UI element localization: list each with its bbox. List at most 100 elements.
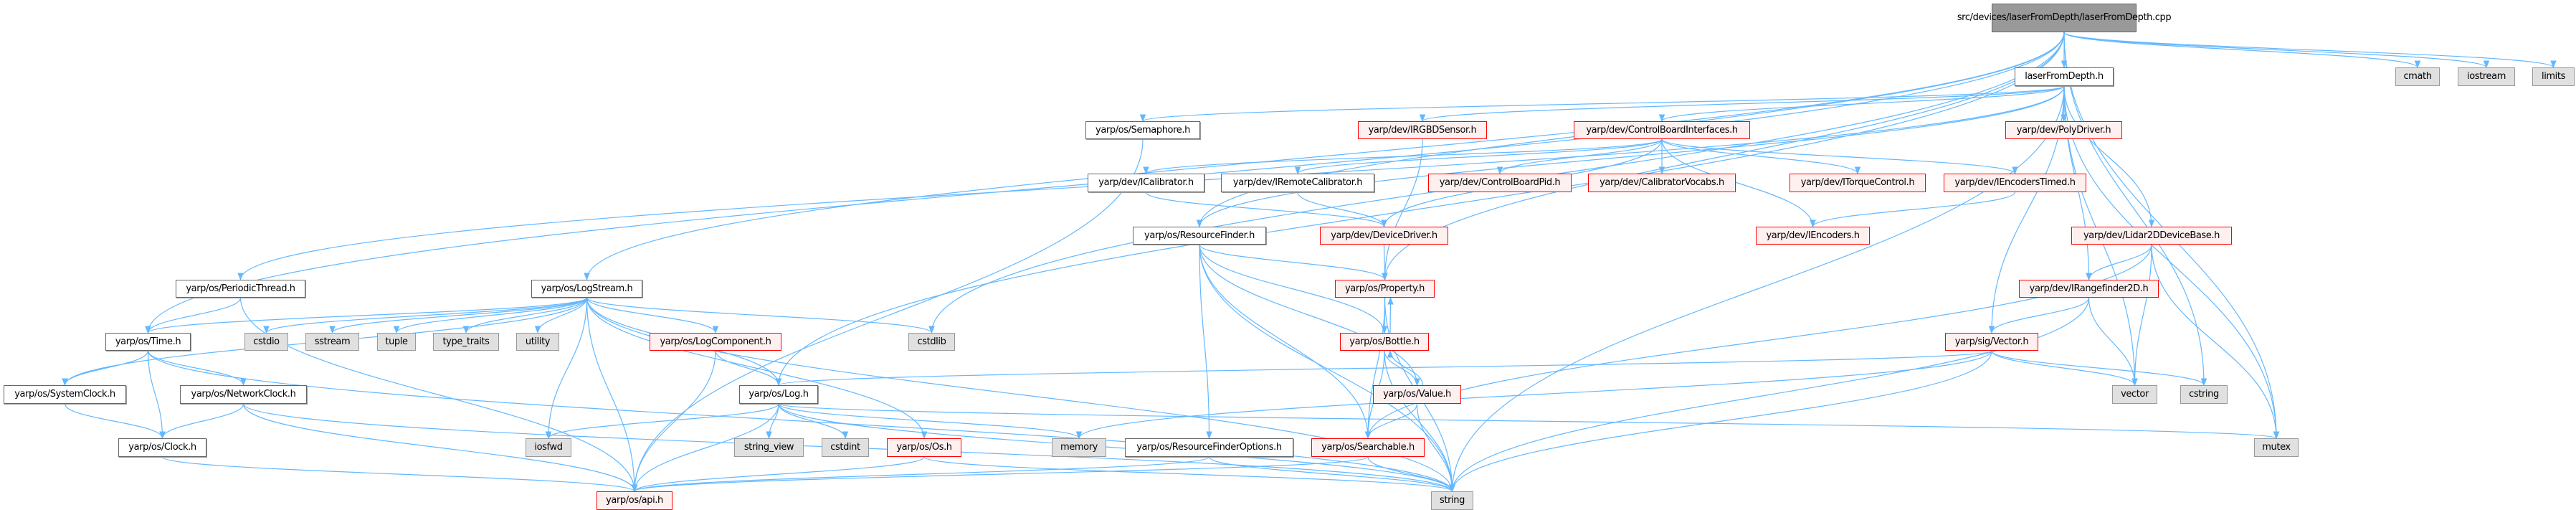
graph-node-searchable[interactable]: yarp/os/Searchable.h xyxy=(1311,438,1425,457)
graph-node-bottle[interactable]: yarp/os/Bottle.h xyxy=(1340,333,1429,351)
edge-irange-to-vectorh xyxy=(1988,297,2090,334)
graph-node-lfd[interactable]: laserFromDepth.h xyxy=(2015,67,2114,86)
graph-node-cstdint[interactable]: cstdint xyxy=(822,438,869,457)
edge-os-to-api xyxy=(631,456,925,493)
edge-cbi-to-iencodersT xyxy=(1661,138,2018,175)
graph-node-string[interactable]: string xyxy=(1431,491,1473,510)
graph-node-irange[interactable]: yarp/dev/IRangefinder2D.h xyxy=(2019,280,2159,298)
edge-bottle-to-string xyxy=(1384,350,1455,493)
edge-time-to-string xyxy=(147,350,1455,493)
graph-node-sstream[interactable]: sstream xyxy=(305,333,359,351)
graph-node-vectorh[interactable]: yarp/sig/Vector.h xyxy=(1945,333,2038,351)
edge-root-to-logstream xyxy=(584,32,2065,281)
graph-node-os[interactable]: yarp/os/Os.h xyxy=(887,438,961,457)
edge-logcomp-to-log xyxy=(715,350,782,387)
graph-node-sysclock[interactable]: yarp/os/SystemClock.h xyxy=(4,385,126,404)
edge-resfinder-to-value xyxy=(1199,244,1420,387)
edge-semaphore-to-api xyxy=(631,138,1144,493)
graph-node-lidar[interactable]: yarp/dev/Lidar2DDeviceBase.h xyxy=(2071,227,2232,245)
graph-node-log[interactable]: yarp/os/Log.h xyxy=(739,385,818,404)
graph-node-cbpid[interactable]: yarp/dev/ControlBoardPid.h xyxy=(1428,174,1572,192)
edge-logstream-to-iosfwd xyxy=(545,297,588,440)
edge-cbi-to-itorque xyxy=(1661,138,1861,175)
edge-log-to-api xyxy=(631,403,779,493)
edge-root-to-iostream xyxy=(2063,32,2490,69)
graph-node-semaphore[interactable]: yarp/os/Semaphore.h xyxy=(1085,121,1200,139)
graph-node-api[interactable]: yarp/os/api.h xyxy=(597,491,672,510)
graph-node-rfopts[interactable]: yarp/os/ResourceFinderOptions.h xyxy=(1125,438,1293,457)
edge-root-to-limits xyxy=(2063,32,2557,69)
edge-resfinder-to-rfopts xyxy=(1199,244,1212,440)
graph-node-utility[interactable]: utility xyxy=(516,333,559,351)
graph-node-cmath[interactable]: cmath xyxy=(2395,67,2440,86)
edge-irange-to-string xyxy=(1449,297,2090,493)
graph-node-logcomp[interactable]: yarp/os/LogComponent.h xyxy=(650,333,781,351)
edge-logstream-to-cstdlib xyxy=(586,297,935,334)
edge-resfinder-to-bottle xyxy=(1199,244,1388,334)
graph-node-value[interactable]: yarp/os/Value.h xyxy=(1373,385,1461,404)
graph-node-logstream[interactable]: yarp/os/LogStream.h xyxy=(531,280,642,298)
edge-lidar-to-irange xyxy=(2086,244,2152,281)
edge-lfd-to-cbi xyxy=(1658,85,2065,123)
edge-log-to-cstdint xyxy=(778,403,849,440)
graph-node-vector[interactable]: vector xyxy=(2112,385,2157,404)
graph-node-time[interactable]: yarp/os/Time.h xyxy=(105,333,191,351)
graph-node-polydriver[interactable]: yarp/dev/PolyDriver.h xyxy=(2005,121,2122,139)
edge-logstream-to-sstream xyxy=(329,297,588,334)
edge-time-to-netclock xyxy=(147,350,247,387)
graph-node-icalib[interactable]: yarp/dev/ICalibrator.h xyxy=(1088,174,1204,192)
graph-node-iremcalib[interactable]: yarp/dev/IRemoteCalibrator.h xyxy=(1221,174,1374,192)
edge-icalib-to-devdriver xyxy=(1145,192,1387,228)
graph-node-mutex[interactable]: mutex xyxy=(2254,438,2299,457)
edge-time-to-clock xyxy=(147,350,166,440)
edge-lfd-to-lidar xyxy=(2063,85,2155,228)
edge-vectorh-to-string xyxy=(1449,350,1992,493)
edge-sysclock-to-clock xyxy=(64,403,166,440)
edge-irgbd-to-property xyxy=(1382,138,1423,281)
graph-node-iencoderst[interactable]: yarp/dev/IEncodersTimed.h xyxy=(1944,174,2086,192)
edge-lfd-to-string xyxy=(1449,85,2065,493)
graph-node-iosfwd[interactable]: iosfwd xyxy=(526,438,571,457)
edge-periodic-to-time xyxy=(145,297,242,334)
graph-node-cstring[interactable]: cstring xyxy=(2180,385,2228,404)
graph-node-netclock[interactable]: yarp/os/NetworkClock.h xyxy=(180,385,307,404)
graph-node-limits[interactable]: limits xyxy=(2532,67,2575,86)
edge-logstream-to-cstdio xyxy=(263,297,588,334)
graph-node-periodic[interactable]: yarp/os/PeriodicThread.h xyxy=(176,280,305,298)
edge-lfd-to-semaphore xyxy=(1140,85,2065,123)
graph-node-calibvocabs[interactable]: yarp/dev/CalibratorVocabs.h xyxy=(1588,174,1736,192)
edge-value-to-searchable xyxy=(1364,403,1418,440)
graph-node-iencoders[interactable]: yarp/dev/IEncoders.h xyxy=(1756,227,1870,245)
edge-logstream-to-os xyxy=(586,297,928,440)
graph-node-cstdio[interactable]: cstdio xyxy=(244,333,288,351)
edge-lfd-to-resfinder xyxy=(1196,85,2065,228)
graph-node-iostream[interactable]: iostream xyxy=(2458,67,2515,86)
edge-log-to-memory xyxy=(778,403,1083,440)
edge-lidar-to-mutex xyxy=(2151,244,2280,440)
edge-logstream-to-time xyxy=(145,297,588,334)
graph-node-stringview[interactable]: string_view xyxy=(734,438,804,457)
edge-cbi-to-iencoders xyxy=(1661,138,1816,228)
graph-node-irgbd[interactable]: yarp/dev/IRGBDSensor.h xyxy=(1358,121,1487,139)
edge-netclock-to-api xyxy=(242,403,638,493)
edge-resfinder-to-searchable xyxy=(1199,244,1372,440)
edge-logcomp-to-api xyxy=(631,350,716,493)
graph-node-typetraits[interactable]: type_traits xyxy=(433,333,499,351)
graph-node-cstdlib[interactable]: cstdlib xyxy=(908,333,955,351)
edge-logstream-to-api xyxy=(586,297,638,493)
edge-log-to-mutex xyxy=(778,403,2279,440)
graph-node-devdriver[interactable]: yarp/dev/DeviceDriver.h xyxy=(1320,227,1448,245)
graph-node-itorque[interactable]: yarp/dev/ITorqueControl.h xyxy=(1790,174,1926,192)
graph-node-property[interactable]: yarp/os/Property.h xyxy=(1335,280,1435,298)
graph-node-memory[interactable]: memory xyxy=(1052,438,1106,457)
edge-vectorh-to-log xyxy=(776,350,1992,387)
graph-node-root[interactable]: src/devices/laserFromDepth/laserFromDept… xyxy=(1957,4,2172,32)
graph-node-tuple[interactable]: tuple xyxy=(377,333,416,351)
graph-node-resfinder[interactable]: yarp/os/ResourceFinder.h xyxy=(1133,227,1266,245)
graph-node-clock[interactable]: yarp/os/Clock.h xyxy=(118,438,206,457)
graph-node-cbi[interactable]: yarp/dev/ControlBoardInterfaces.h xyxy=(1574,121,1750,139)
edge-netclock-to-clock xyxy=(159,403,244,440)
edge-vectorh-to-vector xyxy=(1991,350,2138,387)
edge-resfinder-to-property xyxy=(1199,244,1388,281)
